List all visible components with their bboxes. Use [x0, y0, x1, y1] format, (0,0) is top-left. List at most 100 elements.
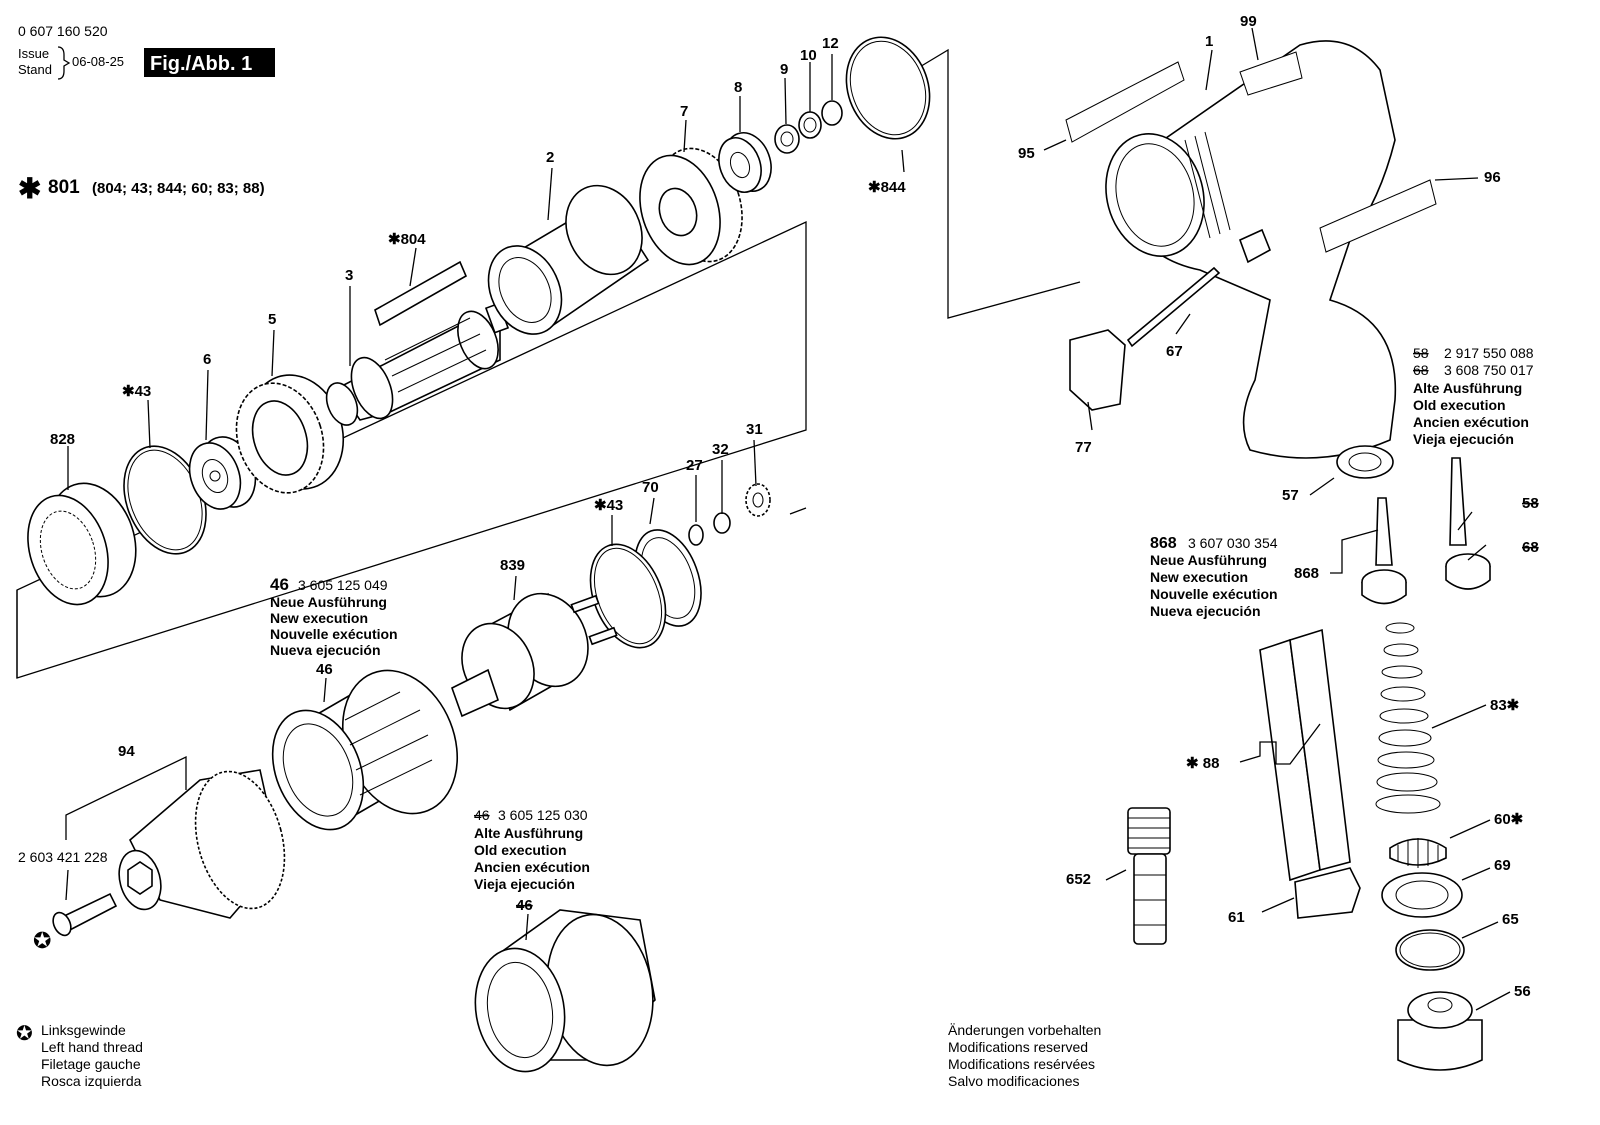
- kit-number: 801: [48, 177, 80, 198]
- callout-12: 12: [822, 35, 839, 52]
- callout-88: ✱ 88: [1186, 755, 1219, 772]
- note-46-new-num: 46: [270, 575, 289, 594]
- ring-gear-828: [27, 482, 137, 606]
- legend-left-line3: Filetage gauche: [41, 1056, 141, 1072]
- o-ring-43-right: [589, 543, 667, 649]
- legend-modifications: Änderungen vorbehalten Modifications res…: [948, 1022, 1101, 1089]
- silencer-88: [1259, 628, 1351, 882]
- note-46-new-line1: Neue Ausführung: [270, 594, 387, 610]
- circlip-12: [821, 100, 843, 126]
- legend-left-thread: ✪ Linksgewinde Left hand thread Filetage…: [16, 1022, 143, 1089]
- note-58-68-line3: Ancien exécution: [1413, 414, 1529, 430]
- callout-6: 6: [203, 351, 211, 368]
- note-46-old-line2: Old execution: [474, 842, 567, 858]
- callout-839: 839: [500, 557, 525, 574]
- note-868-code: 3 607 030 354: [1188, 535, 1278, 551]
- valve-868: [1361, 497, 1407, 605]
- callout-58: 58: [1522, 495, 1539, 512]
- callout-7: 7: [680, 103, 688, 120]
- callout-5: 5: [268, 311, 276, 328]
- callout-32: 32: [712, 441, 729, 458]
- callout-83: 83✱: [1490, 697, 1520, 714]
- note-868-num: 868: [1150, 535, 1177, 552]
- callout-65: 65: [1502, 911, 1519, 928]
- left-thread-legend-icon: ✪: [16, 1023, 33, 1045]
- legend-right-line2: Modifications reserved: [948, 1039, 1088, 1055]
- header: 0 607 160 520 Issue Stand 06-08-25 Fig./…: [18, 23, 275, 80]
- nipple-652: [1127, 807, 1171, 945]
- note-46-old-code: 3 605 125 030: [498, 807, 588, 823]
- callout-67: 67: [1166, 343, 1183, 360]
- sleeve-46-old: [474, 909, 656, 1073]
- note-868-line1: Neue Ausführung: [1150, 552, 1267, 568]
- stand-label: Stand: [18, 62, 52, 77]
- kit-star-icon: ✱: [18, 173, 41, 204]
- trigger-77: [1069, 329, 1126, 411]
- figure-label-box: [144, 48, 275, 77]
- washer-27: [688, 524, 704, 546]
- callout-828: 828: [50, 431, 75, 448]
- note-46-old-line1: Alte Ausführung: [474, 825, 583, 841]
- screw: [52, 892, 118, 937]
- leader-lines: [65, 27, 1511, 1011]
- left-thread-icon: ✪: [33, 928, 51, 953]
- issue-label: Issue: [18, 46, 49, 61]
- note-868-line2: New execution: [1150, 569, 1248, 585]
- callout-868: 868: [1294, 565, 1319, 582]
- callout-70: 70: [642, 479, 659, 496]
- legend-right-line1: Änderungen vorbehalten: [948, 1022, 1101, 1038]
- callout-57: 57: [1282, 487, 1299, 504]
- callout-labels: 99 1 95 96 67 77 12 10 9 8 7 2 ✱804 3 5 …: [18, 13, 1531, 1000]
- valve-58-68: [1445, 457, 1491, 590]
- callout-2: 2: [546, 149, 554, 166]
- washer-9: [774, 124, 800, 154]
- spindle-839: [451, 592, 618, 718]
- callout-94: 94: [118, 743, 135, 760]
- vane-804: [374, 260, 468, 327]
- housing-1: [1065, 40, 1437, 459]
- legend-left-line4: Rosca izquierda: [41, 1073, 142, 1089]
- part-32: [713, 512, 731, 534]
- note-868-line3: Nouvelle exécution: [1150, 586, 1278, 602]
- figure-label: Fig./Abb. 1: [150, 53, 252, 75]
- callout-95: 95: [1018, 145, 1035, 162]
- chuck-94: [118, 769, 286, 919]
- callout-844: ✱844: [868, 179, 906, 196]
- callout-46: 46: [316, 661, 333, 678]
- issue-date: 06-08-25: [72, 54, 124, 69]
- callout-61: 61: [1228, 909, 1245, 926]
- housing-connector-line: [917, 48, 1081, 319]
- callout-99: 99: [1240, 13, 1257, 30]
- note-68-code: 3 608 750 017: [1444, 362, 1534, 378]
- note-46-new: 46 3 605 125 049 Neue Ausführung New exe…: [270, 575, 398, 658]
- legend-left-line1: Linksgewinde: [41, 1022, 126, 1038]
- rotor-3: [325, 302, 510, 426]
- callout-43-right: ✱43: [594, 497, 623, 514]
- part-61: [1294, 867, 1361, 919]
- callout-77: 77: [1075, 439, 1092, 456]
- washer-10: [798, 111, 822, 139]
- issue-brace: [57, 46, 71, 80]
- note-58-68-line4: Vieja ejecución: [1413, 431, 1514, 447]
- legend-right-line4: Salvo modificaciones: [948, 1073, 1080, 1089]
- note-58-68-line2: Old execution: [1413, 397, 1506, 413]
- note-46-old-num: 46: [474, 807, 490, 823]
- part-number: 0 607 160 520: [18, 23, 108, 39]
- kit-contents: (804; 43; 844; 60; 83; 88): [92, 180, 265, 197]
- note-868: 868 3 607 030 354 Neue Ausführung New ex…: [1150, 535, 1278, 619]
- note-46-new-line3: Nouvelle exécution: [270, 626, 398, 642]
- callout-8: 8: [734, 79, 742, 96]
- callout-43-left: ✱43: [122, 383, 151, 400]
- note-58-68-line1: Alte Ausführung: [1413, 380, 1522, 396]
- note-58-68: 58 2 917 550 088 68 3 608 750 017 Alte A…: [1413, 345, 1539, 556]
- note-46-new-code: 3 605 125 049: [298, 577, 388, 593]
- note-46-old-line4: Vieja ejecución: [474, 876, 575, 892]
- callout-27: 27: [686, 457, 703, 474]
- strainer-60: [1389, 838, 1447, 868]
- end-plate-7: [639, 147, 743, 266]
- callout-chuck-code: 2 603 421 228: [18, 849, 108, 865]
- o-ring-65: [1395, 929, 1465, 971]
- assembly-outline-tick: [16, 507, 807, 678]
- cylinder-2: [487, 184, 650, 335]
- callout-31: 31: [746, 421, 763, 438]
